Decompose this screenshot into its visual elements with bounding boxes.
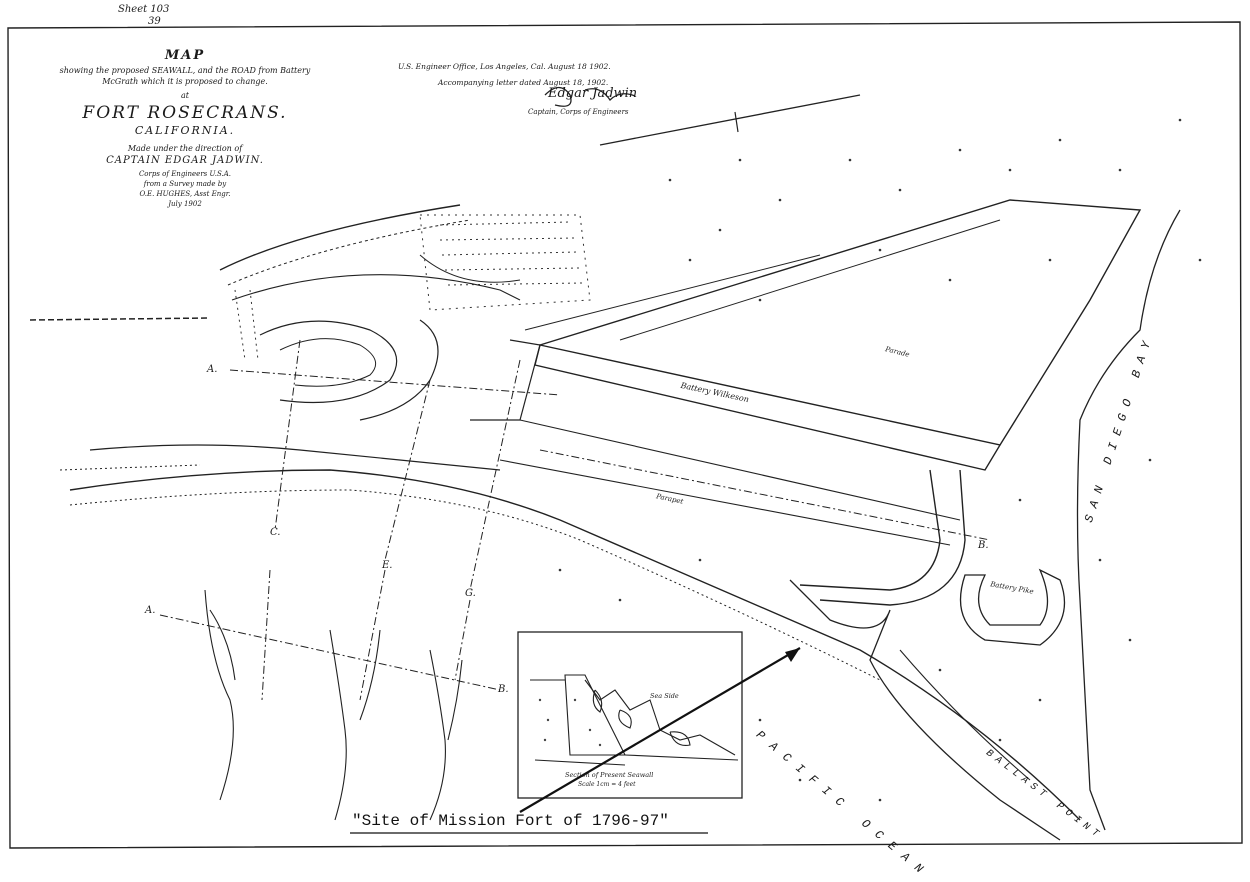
fort-name: FORT ROSECRANS.: [82, 103, 288, 123]
corps-line: Corps of Engineers U.S.A.: [138, 170, 232, 178]
soundings: [558, 118, 1202, 802]
parade-boundary: [539, 199, 1142, 446]
battery-wilkeson-outline: [534, 344, 1002, 471]
at-label: at: [181, 91, 189, 100]
annotation-arrow: [519, 647, 801, 813]
subtitle-line-1: showing the proposed SEAWALL, and the RO…: [59, 66, 311, 75]
surveyor-line: O.E. HUGHES, Asst Engr.: [139, 190, 231, 198]
section-label-a: A.: [207, 364, 218, 375]
signature-mark: [544, 86, 636, 107]
ocean-shoreline: [69, 469, 1081, 821]
section-lines: [159, 339, 991, 701]
office-sign-title: Captain, Corps of Engineers: [528, 108, 629, 116]
ballast-point: [789, 579, 1061, 841]
hill-contour: [219, 204, 461, 271]
section-label-b2: B.: [498, 684, 509, 695]
scale-bar: [29, 317, 211, 321]
date-line: July 1902: [168, 200, 202, 208]
section-label-a2: A.: [145, 605, 156, 616]
inset-drawing: [530, 674, 739, 766]
map-sheet: Sheet 103 39 MAP showing the proposed SE…: [7, 4, 1243, 882]
title-block: MAP showing the proposed SEAWALL, and th…: [20, 48, 350, 208]
office-signature: Edgar Jadwin: [548, 86, 638, 101]
inset-frame: [517, 631, 743, 799]
map-title: MAP: [164, 48, 206, 63]
meridian-line: [599, 94, 861, 146]
hatched-area: [234, 214, 591, 361]
office-line-1: U.S. Engineer Office, Los Angeles, Cal. …: [398, 62, 611, 71]
section-label-b: B.: [978, 540, 989, 551]
map-border: [7, 21, 1243, 849]
cross-sections: [204, 589, 463, 821]
sheet-stamp: Sheet 103 39: [118, 4, 169, 28]
state-name: CALIFORNIA.: [134, 124, 236, 137]
bay-shoreline: [1076, 209, 1181, 831]
inset-caption-2: Scale 1cm = 4 feet: [578, 781, 636, 788]
section-label-c: C.: [270, 527, 281, 538]
inset-caption-1: Section of Present Seawall: [565, 771, 654, 779]
inset-sea-side: Sea Side: [650, 692, 679, 700]
stamp-line-1: Sheet 103: [118, 4, 170, 15]
section-label-g: G.: [465, 588, 476, 599]
map-drawing: [7, 21, 1243, 849]
section-label-e: E.: [382, 560, 393, 571]
office-line-2: Accompanying letter dated August 18, 190…: [438, 78, 609, 87]
road-curve: [799, 469, 941, 591]
battery-pike-outline: [959, 568, 1066, 646]
mission-fort-annotation: "Site of Mission Fort of 1796-97": [352, 812, 669, 830]
stamp-line-2: 39: [148, 16, 161, 27]
director-name: CAPTAIN EDGAR JADWIN.: [106, 155, 264, 166]
direction-line: Made under the direction of: [127, 144, 243, 153]
survey-line: from a Survey made by: [143, 180, 227, 188]
subtitle-line-2: McGrath which it is proposed to change.: [102, 77, 268, 86]
